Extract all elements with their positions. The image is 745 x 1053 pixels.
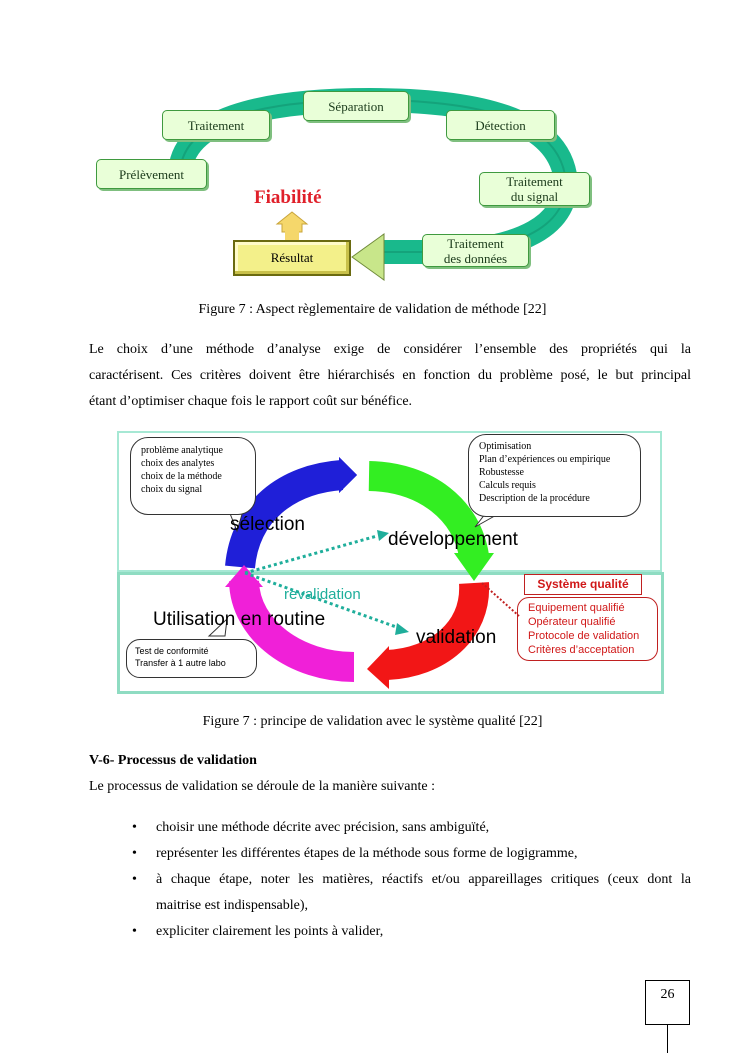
- page-number: 26: [660, 987, 675, 1002]
- figure-2: problème analytique choix des analytes c…: [117, 431, 664, 694]
- bubble-line: choix des analytes: [141, 458, 215, 469]
- bubble-line: Test de conformité: [135, 646, 209, 656]
- box-traitement-signal: Traitement du signal: [479, 172, 590, 206]
- cycle-ring: [168, 87, 578, 281]
- paragraph-1: Le choix d’une méthode d’analyse exige d…: [89, 337, 691, 415]
- figure-2-top-frame: [117, 431, 662, 572]
- bubble-utilisation: Test de conformité Transfer à 1 autre la…: [126, 639, 257, 678]
- list-item: •choisir une méthode décrite avec précis…: [130, 815, 691, 841]
- bubble-line: choix du signal: [141, 484, 203, 495]
- bullet-list: •choisir une méthode décrite avec précis…: [130, 815, 691, 945]
- box-resultat: Résultat: [233, 240, 351, 276]
- box-prelevement: Prélèvement: [96, 159, 207, 189]
- quality-item: Equipement qualifié: [528, 602, 625, 614]
- fiabilite-label: Fiabilité: [254, 187, 322, 208]
- systeme-qualite-box: Equipement qualifié Opérateur qualifié P…: [517, 597, 658, 661]
- box-separation: Séparation: [303, 91, 409, 121]
- label-utilisation: Utilisation en routine: [153, 609, 326, 630]
- dotted-arrowhead-lower: [395, 623, 409, 635]
- bubble-developpement: Optimisation Plan d’expériences ou empir…: [468, 434, 641, 517]
- label-selection: sélection: [230, 514, 305, 535]
- quality-item: Critères d’acceptation: [528, 644, 635, 656]
- bubble-selection: problème analytique choix des analytes c…: [130, 437, 256, 515]
- bubble-line: Transfer à 1 autre labo: [135, 658, 226, 668]
- label-revalidation: revalidation: [284, 586, 361, 603]
- list-item: •représenter les différentes étapes de l…: [130, 841, 691, 867]
- cycle-arrowhead: [351, 233, 385, 281]
- bullet-icon: •: [132, 924, 137, 939]
- box-traitement-donnees: Traitement des données: [422, 234, 529, 267]
- paragraph-line: étant d’optimiser chaque fois le rapport…: [89, 394, 413, 409]
- magenta-arrowhead: [225, 565, 263, 587]
- bubble-line: Description de la procédure: [479, 493, 590, 504]
- bubble-line: Robustesse: [479, 467, 524, 478]
- figure-2-caption: Figure 7 : principe de validation avec l…: [202, 714, 543, 729]
- box-traitement: Traitement: [162, 110, 270, 140]
- figure-2-bottom-frame: [117, 572, 664, 694]
- systeme-qualite-title: Système qualité: [524, 574, 642, 595]
- section-intro: Le processus de validation se déroule de…: [89, 779, 435, 794]
- figure-1: Séparation Traitement Détection Prélèvem…: [0, 0, 745, 300]
- bubble-line: choix de la méthode: [141, 471, 222, 482]
- validation-cycle: [207, 457, 520, 689]
- bullet-icon: •: [132, 872, 137, 887]
- figure-1-caption: Figure 7 : Aspect règlementaire de valid…: [198, 302, 547, 317]
- bubble-line: problème analytique: [141, 445, 223, 456]
- quality-item: Opérateur qualifié: [528, 616, 616, 628]
- bubble-line: Optimisation: [479, 441, 532, 452]
- bubble-line: Plan d’expériences ou empirique: [479, 454, 611, 465]
- green-arrowhead: [454, 553, 494, 581]
- page-number-stem: [667, 1025, 668, 1053]
- box-detection: Détection: [446, 110, 555, 140]
- list-item: •expliciter clairement les points à vali…: [130, 919, 691, 945]
- red-arrowhead: [367, 646, 389, 689]
- section-heading: V-6- Processus de validation: [89, 753, 257, 768]
- bullet-icon: •: [132, 846, 137, 861]
- bullet-icon: •: [132, 820, 137, 835]
- label-developpement: développement: [388, 529, 518, 550]
- paragraph-line: Le choix d’une méthode d’analyse exige d…: [89, 342, 691, 357]
- bubble-line: Calculs requis: [479, 480, 536, 491]
- label-validation: validation: [416, 627, 497, 648]
- dotted-arrowhead-upper: [377, 530, 389, 541]
- up-arrow-icon: [275, 211, 309, 233]
- paragraph-line: caractérisent. Ces critères doivent être…: [89, 368, 691, 383]
- page-number-box: 26: [645, 980, 690, 1025]
- quality-item: Protocole de validation: [528, 630, 640, 642]
- list-item: • à chaque étape, noter les matières, ré…: [130, 867, 691, 919]
